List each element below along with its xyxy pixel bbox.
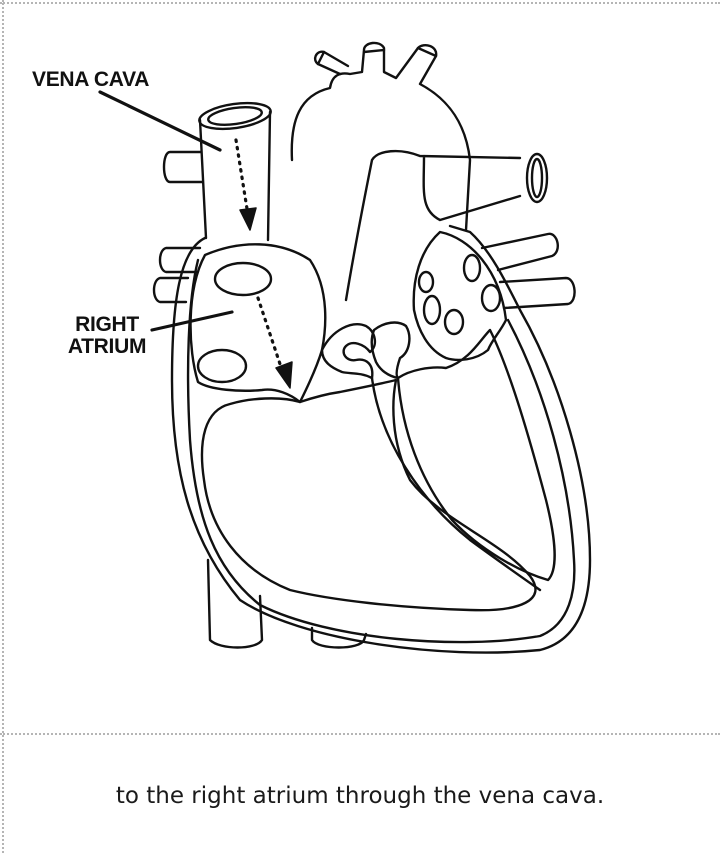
atrium-opening-bottom bbox=[198, 350, 246, 382]
vena-cava-pointer bbox=[100, 92, 220, 150]
pulm-vein-opening-2 bbox=[482, 285, 500, 311]
pulm-vein-opening-3 bbox=[424, 296, 440, 324]
left-vessel-2 bbox=[160, 248, 200, 272]
left-vessel-3 bbox=[154, 278, 188, 302]
label-right-atrium-line1: RIGHT bbox=[54, 314, 160, 336]
label-vena-cava: VENA CAVA bbox=[32, 69, 149, 91]
pulm-vein-opening-1 bbox=[464, 255, 480, 281]
inferior-vena-cava bbox=[208, 560, 262, 648]
pulm-vein-opening-5 bbox=[419, 272, 433, 292]
heart-diagram bbox=[0, 0, 720, 733]
atrium-opening-top bbox=[215, 263, 271, 295]
right-vessel-1 bbox=[482, 234, 558, 270]
pulm-vein-opening-4 bbox=[445, 310, 463, 334]
pulmonary-valve bbox=[322, 324, 375, 378]
right-ventricle bbox=[202, 380, 535, 610]
flow-arrow-vena-cava bbox=[236, 140, 248, 215]
mitral-valve bbox=[372, 323, 410, 378]
arrowhead-atrium bbox=[276, 362, 292, 388]
heart-inner-contour bbox=[188, 260, 574, 642]
label-right-atrium: RIGHT ATRIUM bbox=[54, 314, 160, 358]
dotted-divider bbox=[0, 733, 720, 735]
left-atrium bbox=[414, 232, 506, 360]
caption-text: to the right atrium through the vena cav… bbox=[0, 783, 720, 809]
arrowhead-vena-cava bbox=[240, 208, 256, 230]
flow-arrow-atrium bbox=[258, 298, 282, 370]
left-vessel-1 bbox=[164, 152, 202, 182]
septum bbox=[372, 378, 540, 590]
aorta-branch-1 bbox=[315, 52, 348, 74]
superior-vena-cava bbox=[200, 112, 270, 240]
heart-outline bbox=[172, 226, 590, 653]
aorta-arch bbox=[292, 43, 470, 230]
right-atrium-wall bbox=[191, 244, 326, 402]
label-right-atrium-line2: ATRIUM bbox=[54, 336, 160, 358]
